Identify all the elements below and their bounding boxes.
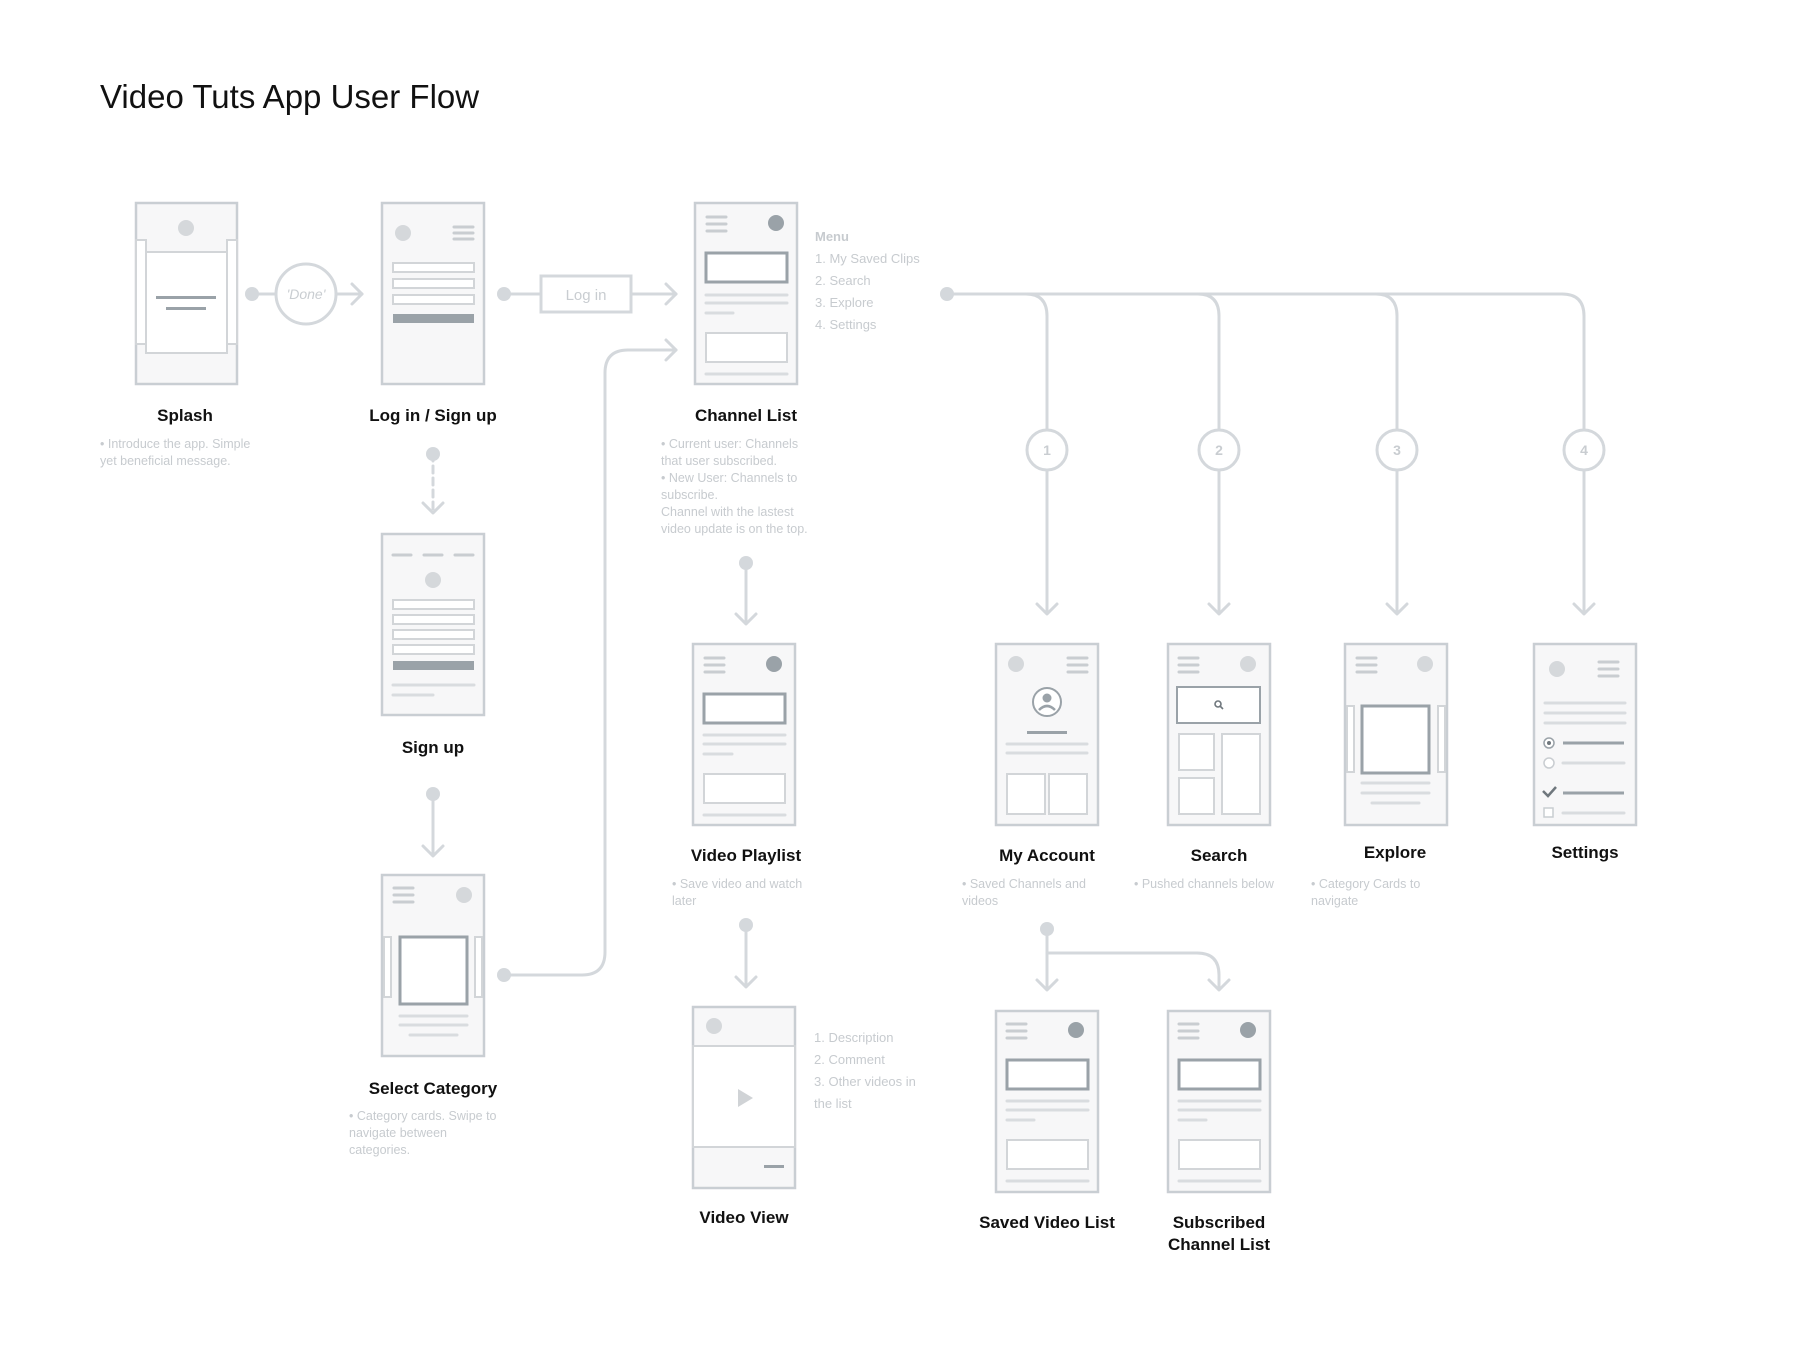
search-icon bbox=[1214, 700, 1222, 708]
connector-account-lists bbox=[1035, 922, 1231, 992]
screen-settings[interactable] bbox=[1532, 642, 1638, 827]
label-splash: Splash bbox=[157, 406, 213, 425]
label-my-account: My Account bbox=[999, 846, 1095, 865]
screen-explore[interactable] bbox=[1343, 642, 1449, 827]
connector-menu-branches: 1 2 3 4 bbox=[940, 287, 1606, 616]
screen-search[interactable] bbox=[1166, 642, 1272, 827]
check-icon bbox=[1542, 786, 1557, 798]
screen-saved-video-list[interactable] bbox=[994, 1009, 1100, 1194]
connector-signup-category bbox=[421, 787, 445, 858]
screen-channel-list[interactable] bbox=[693, 201, 799, 386]
label-explore: Explore bbox=[1363, 843, 1427, 862]
page-title: Video Tuts App User Flow bbox=[100, 78, 480, 115]
branch-number-2: 2 bbox=[1215, 442, 1223, 458]
done-label: 'Done' bbox=[287, 286, 327, 302]
screen-signup[interactable] bbox=[380, 532, 486, 717]
label-saved-video-list: Saved Video List bbox=[979, 1213, 1115, 1232]
label-search: Search bbox=[1190, 846, 1248, 865]
screen-select-category[interactable] bbox=[380, 873, 486, 1058]
login-button[interactable] bbox=[539, 274, 633, 314]
label-select-category: Select Category bbox=[368, 1079, 498, 1098]
label-login: Log in / Sign up bbox=[369, 406, 497, 425]
connector-login-signup bbox=[421, 447, 445, 515]
label-video-playlist: Video Playlist bbox=[690, 846, 802, 865]
branch-number-1: 1 bbox=[1043, 442, 1051, 458]
screen-video-playlist[interactable] bbox=[691, 642, 797, 827]
screen-login[interactable] bbox=[380, 201, 486, 386]
branch-number-3: 3 bbox=[1393, 442, 1401, 458]
desc-search: • Pushed channels below bbox=[1134, 877, 1274, 891]
login-button-label: Log in bbox=[566, 287, 607, 304]
connector-category-channels bbox=[497, 338, 678, 982]
search-box bbox=[1176, 686, 1261, 724]
label-video-view: Video View bbox=[699, 1208, 789, 1227]
label-channel-list: Channel List bbox=[694, 406, 797, 425]
connector-login-channels: Log in bbox=[497, 274, 678, 314]
screen-video-view[interactable] bbox=[691, 1005, 797, 1190]
screen-splash[interactable] bbox=[134, 201, 239, 386]
screen-my-account[interactable] bbox=[994, 642, 1100, 827]
connector-playlist-videoview bbox=[734, 918, 758, 989]
connector-channels-playlist bbox=[734, 556, 758, 626]
label-settings: Settings bbox=[1551, 843, 1619, 862]
branch-number-4: 4 bbox=[1580, 442, 1588, 458]
label-signup: Sign up bbox=[401, 738, 465, 757]
connector-splash-login: 'Done' bbox=[245, 262, 364, 326]
label-subscribed-channel-list: Subscribed Channel List bbox=[1167, 1213, 1270, 1254]
radio-icon bbox=[1543, 757, 1555, 769]
checkbox-icon bbox=[1543, 807, 1554, 818]
screen-subscribed-channel-list[interactable] bbox=[1166, 1009, 1272, 1194]
